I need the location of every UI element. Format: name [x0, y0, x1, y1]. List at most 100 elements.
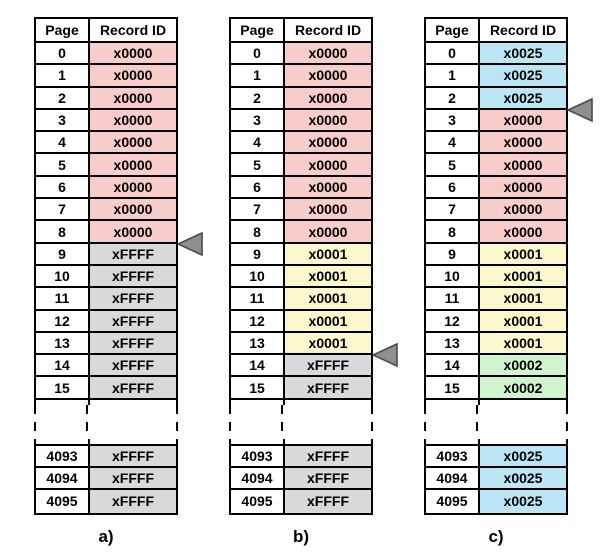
record-id-cell: x0000	[90, 43, 176, 64]
page-cell: 6	[231, 176, 285, 198]
column-divider-line	[478, 399, 480, 405]
page-cell: 6	[36, 176, 90, 198]
record-id-cell: x0001	[285, 265, 371, 287]
record-id-cell: x0002	[480, 355, 566, 376]
record-id-cell: x0000	[285, 199, 371, 220]
record-id-cell: xFFFF	[90, 332, 176, 354]
page-cell: 4095	[231, 490, 285, 513]
record-id-cell: x0000	[480, 132, 566, 153]
page-cell: 7	[36, 199, 90, 220]
record-id-cell: xFFFF	[90, 288, 176, 309]
dashed-continuation-line	[281, 404, 283, 439]
page-cell: 12	[36, 310, 90, 331]
record-id-cell: xFFFF	[90, 310, 176, 331]
record-id-cell: x0025	[480, 468, 566, 489]
record-id-cell: xFFFF	[90, 377, 176, 398]
record-id-cell: x0000	[90, 176, 176, 198]
column-header-page: Page	[426, 19, 480, 41]
record-id-cell: x0025	[480, 43, 566, 64]
page-cell: 8	[231, 221, 285, 242]
record-id-cell: xFFFF	[285, 490, 371, 513]
page-cell: 15	[36, 377, 90, 398]
page-cell: 4	[426, 132, 480, 153]
record-id-cell: x0001	[480, 265, 566, 287]
page-cell: 5	[426, 154, 480, 175]
record-id-cell: x0000	[90, 65, 176, 86]
page-cell: 13	[426, 332, 480, 354]
table-label: a)	[98, 526, 114, 546]
record-id-cell: x0000	[480, 199, 566, 220]
column-header-page: Page	[36, 19, 90, 41]
page-cell: 4093	[426, 445, 480, 467]
table-label: b)	[292, 526, 310, 546]
table-continuation-stub	[424, 438, 568, 444]
table-continuation-stub	[229, 399, 373, 405]
page-cell: 14	[231, 355, 285, 376]
record-id-cell: x0000	[480, 176, 566, 198]
dashed-continuation-line	[371, 404, 373, 439]
record-id-cell: xFFFF	[90, 243, 176, 264]
page-cell: 14	[36, 355, 90, 376]
pointer-arrow-icon	[177, 231, 203, 256]
record-id-cell: x0001	[285, 243, 371, 264]
page-cell: 2	[426, 87, 480, 108]
page-cell: 4095	[36, 490, 90, 513]
record-id-cell: xFFFF	[285, 445, 371, 467]
record-id-cell: x0025	[480, 65, 566, 86]
dashed-continuation-line	[476, 404, 478, 439]
column-header-page: Page	[231, 19, 285, 41]
table-label: c)	[488, 526, 504, 546]
record-id-cell: x0025	[480, 445, 566, 467]
record-id-cell: xFFFF	[90, 468, 176, 489]
page-cell: 13	[36, 332, 90, 354]
record-id-cell: xFFFF	[90, 445, 176, 467]
page-cell: 12	[426, 310, 480, 331]
record-id-cell: xFFFF	[90, 355, 176, 376]
page-cell: 3	[426, 109, 480, 131]
page-cell: 8	[426, 221, 480, 242]
record-id-cell: x0000	[285, 43, 371, 64]
record-id-cell: x0001	[285, 332, 371, 354]
record-id-cell: xFFFF	[285, 468, 371, 489]
record-id-cell: xFFFF	[285, 355, 371, 376]
page-cell: 11	[426, 288, 480, 309]
page-cell: 10	[426, 265, 480, 287]
record-id-cell: x0000	[90, 221, 176, 242]
record-id-cell: x0001	[480, 310, 566, 331]
page-cell: 1	[36, 65, 90, 86]
table-continuation-stub	[34, 438, 178, 444]
